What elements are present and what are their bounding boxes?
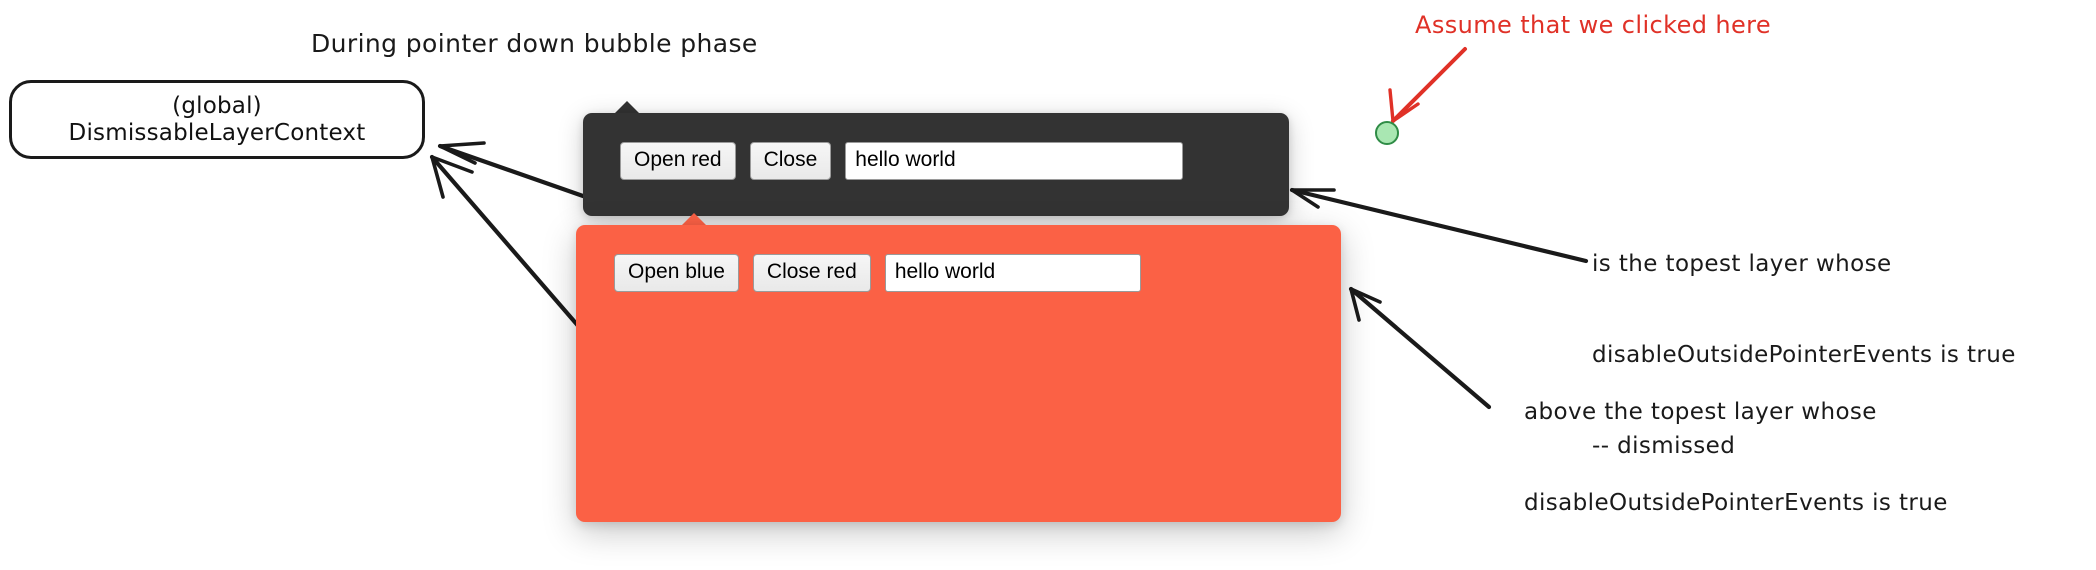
open-blue-button[interactable]: Open blue [614, 254, 739, 292]
arrow-click-note-to-dot [1388, 47, 1467, 123]
arrow-red-layer-to-context [429, 154, 583, 331]
note-red-line-1: above the topest layer whose [1524, 398, 1877, 425]
arrow-note-bottom-to-red-layer [1348, 286, 1492, 410]
dark-layer-controls: Open red Close [620, 142, 1184, 180]
close-button[interactable]: Close [749, 142, 832, 180]
red-layer-pointer-triangle [681, 213, 707, 226]
open-red-button[interactable]: Open red [620, 142, 736, 180]
context-box-line-name: DismissableLayerContext [68, 119, 366, 146]
note-red-layer: above the topest layer whose disableOuts… [1524, 336, 1948, 570]
red-popover-layer[interactable]: Open blue Close red [576, 225, 1341, 522]
dark-layer-text-input[interactable] [845, 142, 1184, 180]
dark-popover-layer[interactable]: Open red Close [583, 113, 1289, 216]
note-dark-line-3: -- dismissed [1592, 432, 1736, 459]
context-box-line-global: (global) [172, 93, 262, 120]
note-dark-layer: is the topest layer whose disableOutside… [1592, 188, 2016, 522]
red-layer-controls: Open blue Close red [614, 254, 1141, 292]
close-red-button[interactable]: Close red [752, 254, 871, 292]
global-context-box: (global) DismissableLayerContext [9, 80, 425, 159]
click-here-annotation: Assume that we clicked here [1415, 11, 1772, 39]
arrow-dark-layer-to-context [437, 141, 586, 199]
red-layer-text-input[interactable] [884, 254, 1141, 292]
note-dark-line-1: is the topest layer whose [1592, 250, 1892, 277]
note-red-line-2: disableOutsidePointerEvents is true [1524, 489, 1948, 516]
note-dark-line-2: disableOutsidePointerEvents is true [1592, 341, 2016, 368]
click-point-marker [1375, 121, 1399, 145]
dark-layer-pointer-triangle [614, 101, 640, 114]
phase-title-annotation: During pointer down bubble phase [311, 29, 758, 58]
